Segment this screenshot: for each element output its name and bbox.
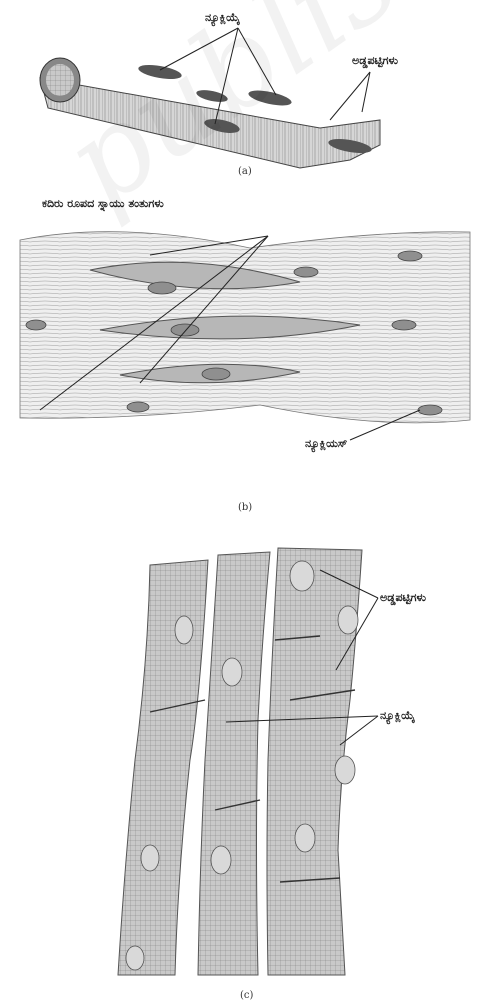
caption-c: (c): [240, 990, 253, 1001]
caption-b: (b): [238, 502, 252, 513]
label-nuclei-a: ನ್ಯೂಕ್ಲಿಯೈ: [205, 12, 240, 24]
label-striations-c: ಅಡ್ಡಪಟ್ಟಿಗಳು: [380, 592, 426, 604]
label-striations-a: ಅಡ್ಡಪಟ್ಟಿಗಳು: [352, 55, 398, 67]
label-nuclei-c: ನ್ಯೂಕ್ಲಿಯೈ: [380, 710, 415, 722]
label-nucleus-b: ನ್ಯೂಕ್ಲಿಯಸ್: [305, 438, 347, 450]
panel-a-skeletal-fiber: [40, 28, 380, 168]
panel-c-cardiac-muscle: [118, 548, 378, 975]
panel-b-smooth-muscle: [20, 232, 470, 440]
caption-a: (a): [238, 166, 252, 177]
label-spindle-fibers-b: ಕದಿರು ರೂಪದ ಸ್ನಾಯು ತಂತುಗಳು: [42, 198, 164, 210]
